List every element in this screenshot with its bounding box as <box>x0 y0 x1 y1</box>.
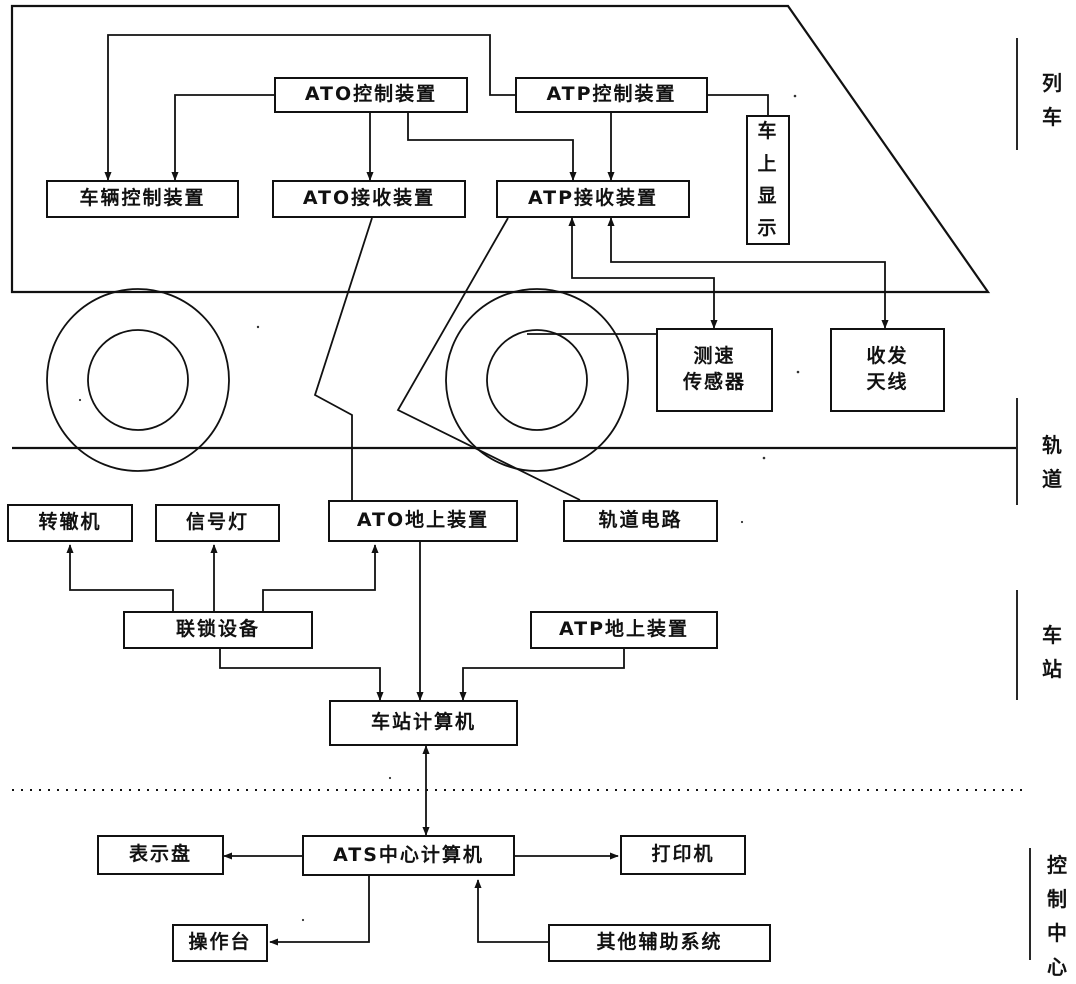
section-label-train: 列 车 <box>1039 66 1065 134</box>
connector-interlock-switch <box>70 545 173 611</box>
train-body-outline <box>12 6 988 292</box>
atp-ground-device: ATP地上装置 <box>530 611 718 649</box>
connector-ato-receiver-ato-ground <box>315 218 372 500</box>
left-wheel <box>47 289 229 471</box>
speck <box>302 919 304 921</box>
section-label-station: 车 站 <box>1039 618 1065 686</box>
interlocking-equipment: 联锁设备 <box>123 611 313 649</box>
connector-ato-to-vehicle-control <box>175 95 274 180</box>
signal-light: 信号灯 <box>155 504 280 542</box>
transceiver-antenna: 收发 天线 <box>830 328 945 412</box>
left-wheel-hub <box>88 330 188 430</box>
switch-machine: 转辙机 <box>7 504 133 542</box>
station-computer: 车站计算机 <box>329 700 518 746</box>
vehicle-control-device: 车辆控制装置 <box>46 180 239 218</box>
other-auxiliary-systems: 其他辅助系统 <box>548 924 771 962</box>
track-circuit: 轨道电路 <box>563 500 718 542</box>
connector-atp-ground-station-computer <box>463 649 624 700</box>
connector-interlock-station-computer <box>220 649 380 700</box>
right-wheel <box>446 289 628 471</box>
ato-ground-device: ATO地上装置 <box>328 500 518 542</box>
ato-receiver-device: ATO接收装置 <box>272 180 466 218</box>
connector-atp-to-onboard-display <box>708 95 768 115</box>
display-panel: 表示盘 <box>97 835 224 875</box>
section-label-track: 轨 道 <box>1039 428 1065 496</box>
operation-console: 操作台 <box>172 924 268 962</box>
speck <box>741 521 743 523</box>
speck <box>389 777 391 779</box>
speck <box>794 95 797 98</box>
speed-sensor: 测速 传感器 <box>656 328 773 412</box>
connector-interlock-ato-ground <box>263 545 375 611</box>
speck <box>257 326 259 328</box>
onboard-display: 车 上 显 示 <box>746 115 790 245</box>
printer: 打印机 <box>620 835 746 875</box>
connector-ato-to-atp-receiver <box>408 113 573 180</box>
connector-auxiliary-ats <box>478 880 548 942</box>
atp-control-device: ATP控制装置 <box>515 77 708 113</box>
atp-receiver-device: ATP接收装置 <box>496 180 690 218</box>
connector-ats-console <box>270 876 369 942</box>
speck <box>79 399 81 401</box>
ats-center-computer: ATS中心计算机 <box>302 835 515 876</box>
right-wheel-hub <box>487 330 587 430</box>
speck <box>763 457 766 460</box>
speck <box>797 371 800 374</box>
connector-receiver-speed-sensor <box>572 218 714 328</box>
ato-control-device: ATO控制装置 <box>274 77 468 113</box>
section-label-control-center: 控 制 中 心 <box>1044 848 1070 984</box>
